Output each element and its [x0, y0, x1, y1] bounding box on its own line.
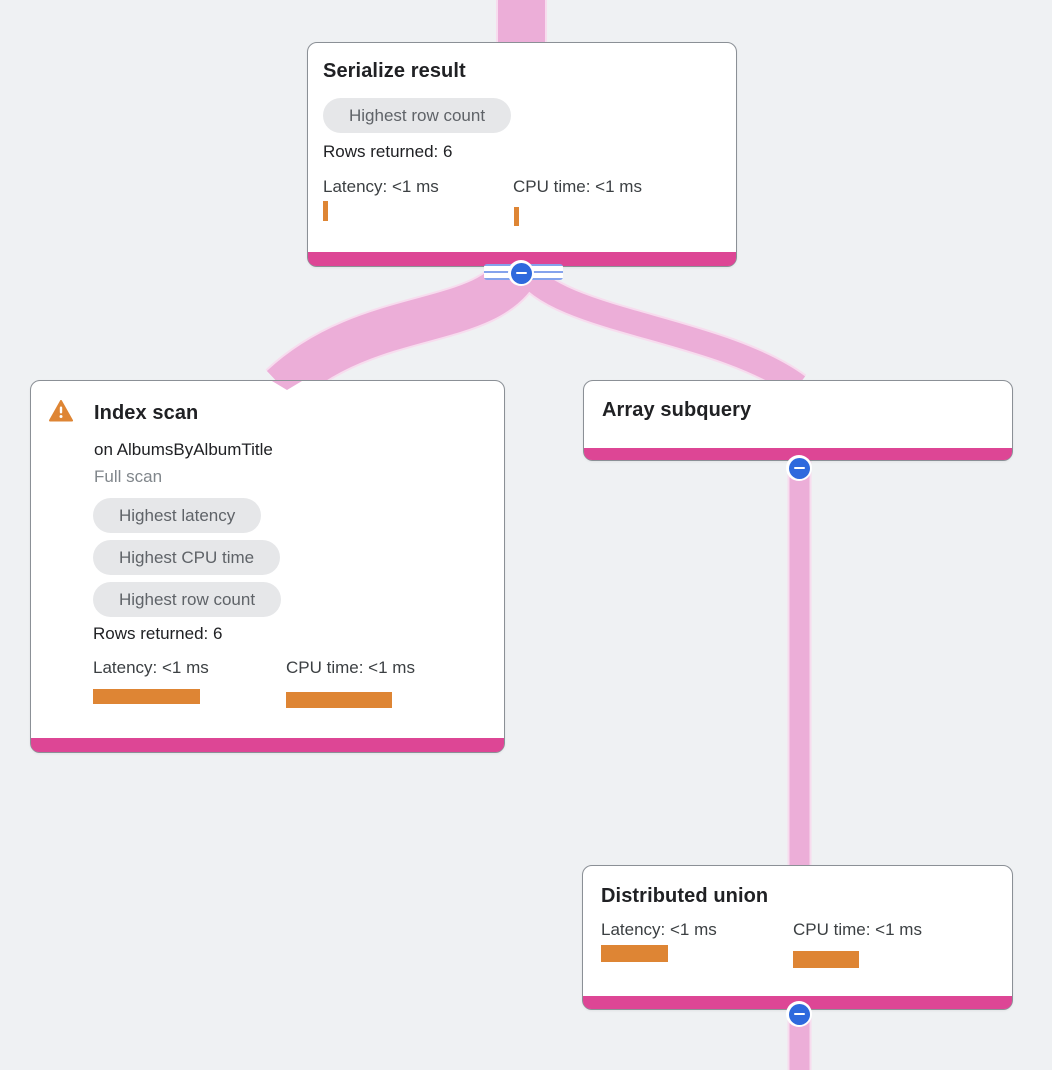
- node-accent-bar: [584, 448, 1012, 460]
- node-accent-bar: [31, 738, 504, 752]
- badge-highest-cpu-time: Highest CPU time: [93, 540, 281, 575]
- cpu-time-label: CPU time: <1 ms: [793, 920, 922, 939]
- node-title: Serialize result: [323, 60, 466, 82]
- latency-label: Latency: <1 ms: [93, 658, 209, 677]
- node-title: Array subquery: [602, 399, 752, 421]
- cpu-time-label: CPU time: <1 ms: [513, 177, 642, 196]
- cpu-time-label: CPU time: <1 ms: [286, 658, 415, 677]
- plan-node-index-scan[interactable]: Index scan on AlbumsByAlbumTitle Full sc…: [30, 380, 505, 753]
- minus-circle-icon: [510, 262, 532, 284]
- latency-bar: [93, 689, 200, 704]
- collapse-button-array-subquery[interactable]: [786, 455, 812, 481]
- node-accent-bar: [308, 252, 736, 266]
- badge-highest-row-count: Highest row count: [93, 582, 282, 617]
- plan-node-array-subquery[interactable]: Array subquery: [583, 380, 1013, 461]
- edge-serialize-to-arraysubquery: [512, 259, 806, 396]
- node-title: Distributed union: [601, 885, 769, 907]
- node-subtitle: on AlbumsByAlbumTitle: [94, 440, 273, 459]
- minus-circle-icon: [788, 1003, 810, 1025]
- node-title: Index scan: [94, 402, 199, 424]
- badge-highest-row-count: Highest row count: [323, 98, 512, 133]
- latency-bar: [323, 201, 328, 221]
- rows-returned-text: Rows returned: 6: [323, 142, 453, 161]
- latency-bar: [601, 945, 668, 962]
- badge-highest-latency: Highest latency: [93, 498, 262, 533]
- cpu-time-bar: [514, 207, 519, 226]
- rows-returned-text: Rows returned: 6: [93, 624, 223, 643]
- edge-arrow-tip-icon: [272, 381, 302, 390]
- collapse-button-distributed-union[interactable]: [786, 1001, 812, 1027]
- warning-triangle-icon: [49, 400, 73, 422]
- cpu-time-bar: [793, 951, 859, 968]
- latency-label: Latency: <1 ms: [601, 920, 717, 939]
- full-scan-note: Full scan: [94, 467, 163, 486]
- collapse-button-serialize-result[interactable]: [508, 260, 534, 286]
- cpu-time-bar: [286, 692, 392, 708]
- latency-label: Latency: <1 ms: [323, 177, 439, 196]
- edge-serialize-to-indexscan: [266, 254, 540, 404]
- minus-circle-icon: [788, 457, 810, 479]
- plan-node-distributed-union[interactable]: Distributed union Latency: <1 ms CPU tim…: [582, 865, 1013, 1010]
- plan-node-serialize-result[interactable]: Serialize result Highest row count Rows …: [307, 42, 737, 267]
